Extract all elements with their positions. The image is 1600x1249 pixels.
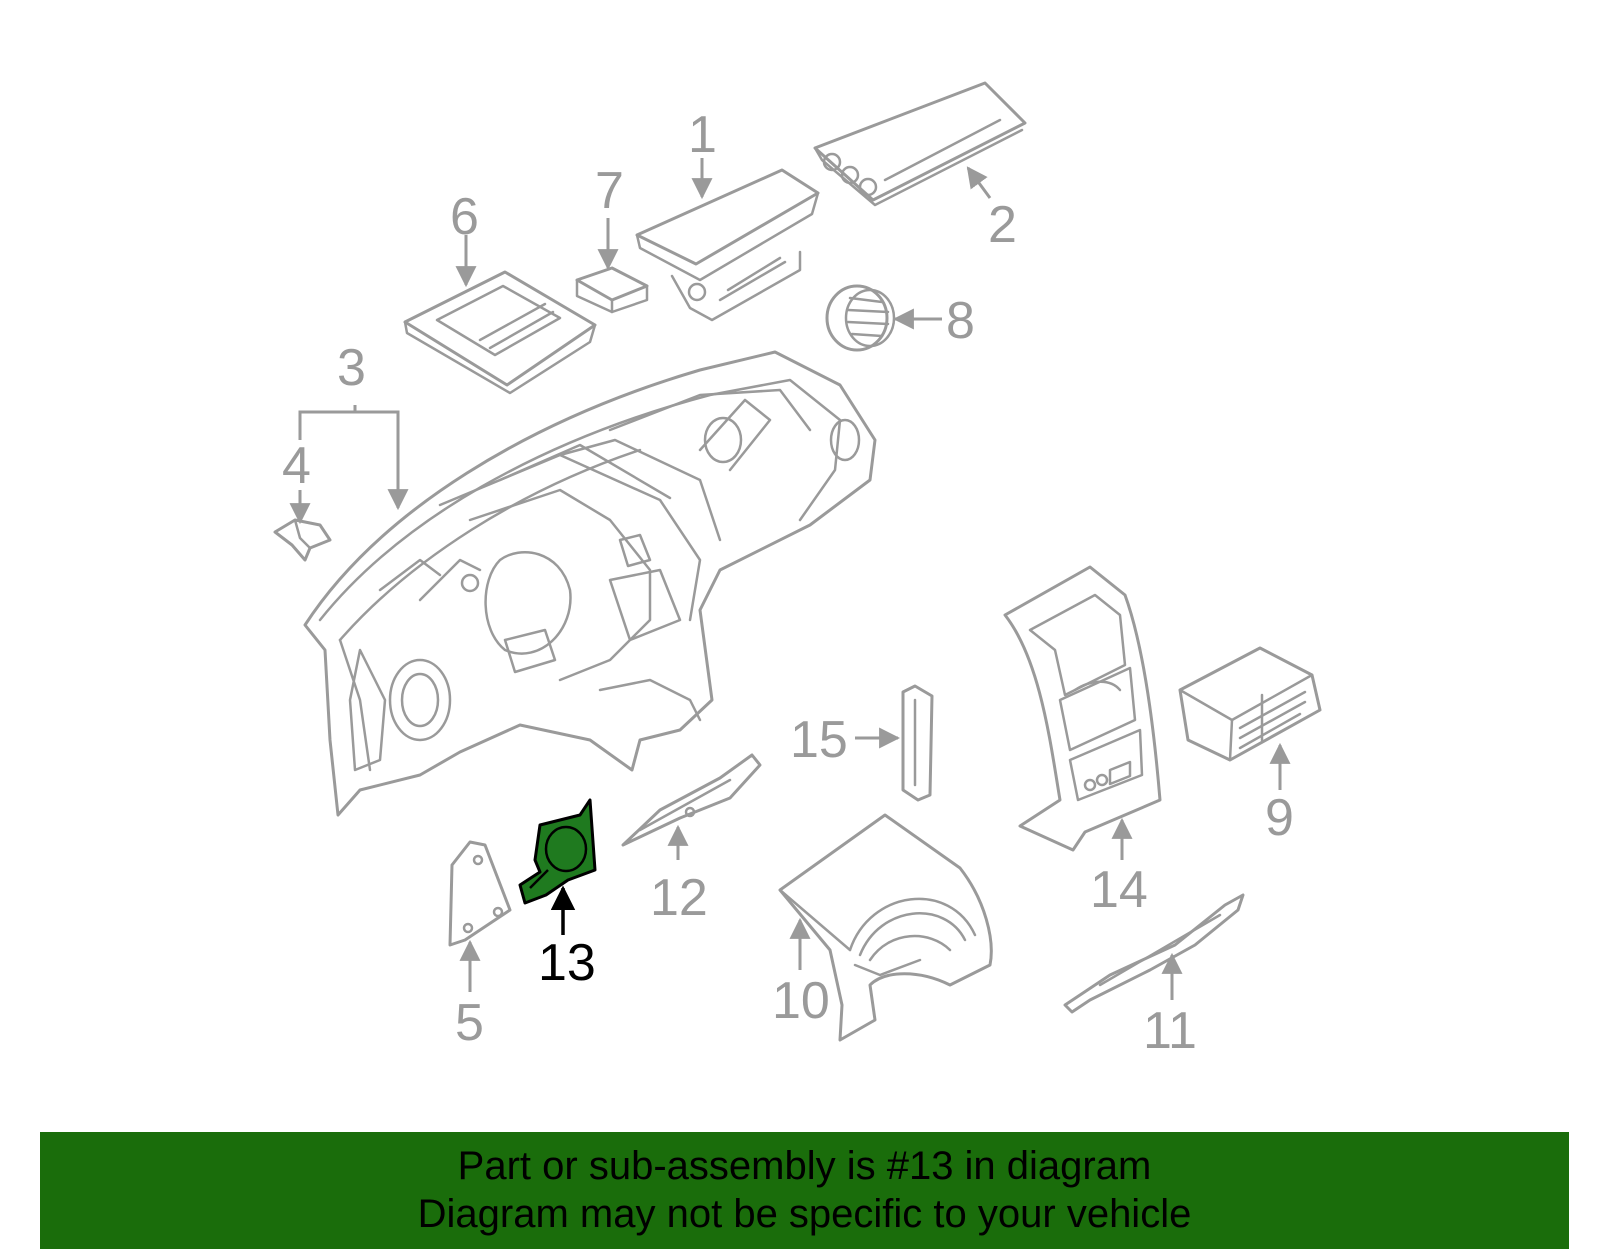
part-14-center-bezel[interactable] <box>1003 565 1162 852</box>
part-15-trim-strip[interactable] <box>901 684 934 802</box>
part-5-side-panel[interactable] <box>448 840 512 947</box>
part-10-cluster-bezel[interactable] <box>778 813 993 1042</box>
callout-12[interactable]: 12 <box>650 869 708 927</box>
part-6-top-panel[interactable] <box>403 270 597 395</box>
callout-13[interactable]: 13 <box>538 934 596 992</box>
callout-2[interactable]: 2 <box>988 196 1017 254</box>
info-banner: Part or sub-assembly is #13 in diagram D… <box>40 1132 1569 1249</box>
callout-5[interactable]: 5 <box>455 994 484 1052</box>
leader-lines <box>289 158 1291 1000</box>
banner-line-1: Part or sub-assembly is #13 in diagram <box>457 1144 1152 1188</box>
part-8-round-vent[interactable] <box>825 284 896 352</box>
callout-15[interactable]: 15 <box>790 711 848 769</box>
part-7-module[interactable] <box>575 266 649 314</box>
callout-14[interactable]: 14 <box>1090 861 1148 919</box>
callout-9[interactable]: 9 <box>1265 789 1294 847</box>
part-1-airbag[interactable] <box>635 168 820 322</box>
banner-line-2: Diagram may not be specific to your vehi… <box>417 1192 1192 1236</box>
part-3-instrument-panel[interactable] <box>303 350 877 817</box>
callout-4[interactable]: 4 <box>282 437 311 495</box>
part-13-highlighted[interactable] <box>518 798 597 905</box>
callout-10[interactable]: 10 <box>772 972 830 1030</box>
callout-1[interactable]: 1 <box>688 106 717 164</box>
part-2-dash-pad[interactable] <box>813 81 1027 207</box>
part-11-lower-trim[interactable] <box>1063 893 1245 1014</box>
callout-7[interactable]: 7 <box>595 162 624 220</box>
callout-8[interactable]: 8 <box>946 292 975 350</box>
part-9-rect-vent[interactable] <box>1178 646 1322 762</box>
part-12-trim[interactable] <box>621 753 762 847</box>
callout-6[interactable]: 6 <box>450 188 479 246</box>
callout-11[interactable]: 11 <box>1143 1002 1197 1060</box>
part-4-bracket[interactable] <box>273 518 332 562</box>
callout-3[interactable]: 3 <box>337 339 366 397</box>
